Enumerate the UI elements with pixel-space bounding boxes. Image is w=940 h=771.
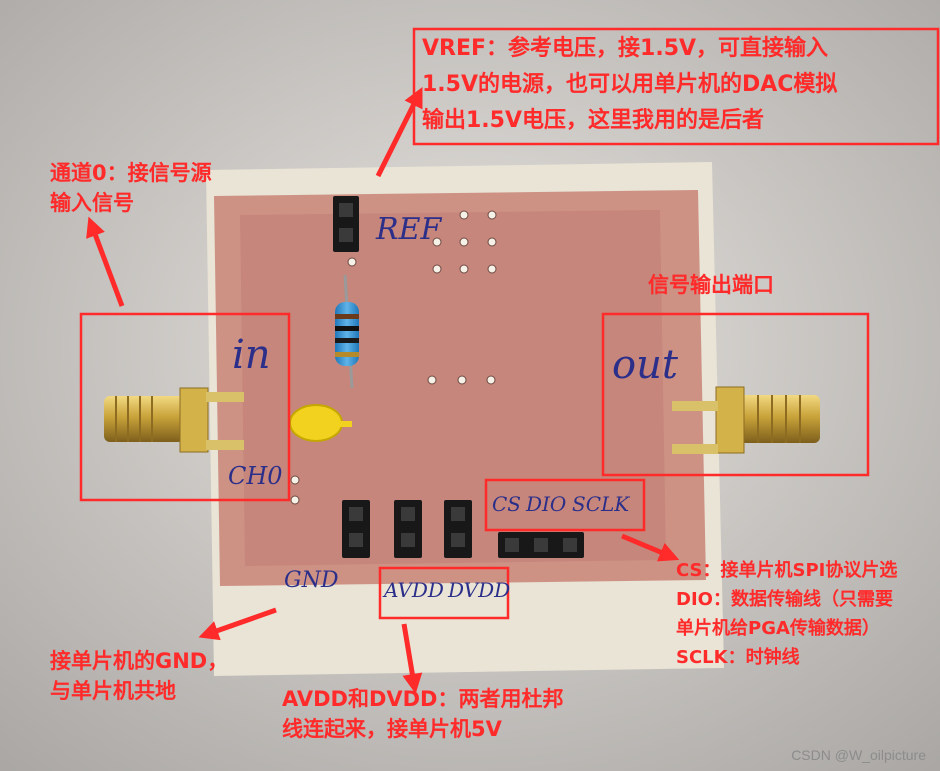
channel0-note-line1: 通道0：接信号源 (50, 161, 212, 185)
channel0-note: 通道0：接信号源 输入信号 (50, 158, 212, 218)
label-gnd: GND (284, 568, 339, 593)
label-cs: CS (492, 492, 522, 516)
via-holes (290, 210, 497, 505)
output-connector-box (601, 312, 870, 477)
arrow-to-spi-note (621, 533, 680, 562)
output-note-line1: 信号输出端口 (648, 273, 774, 297)
spi-note-line1: CS：接单片机SPI协议片选 (676, 560, 898, 581)
arrow-to-gnd-note (198, 607, 277, 641)
label-in: in (232, 332, 271, 378)
csdn-watermark: CSDN @W_oilpicture (791, 747, 926, 763)
gnd-note-line2: 与单片机共地 (50, 679, 176, 703)
label-out: out (612, 342, 678, 388)
pcb-board (206, 162, 724, 676)
spi-header (498, 532, 584, 558)
arrow-to-ref (375, 87, 423, 178)
power-note-line2: 线连起来，接单片机5V (282, 717, 502, 741)
power-note: AVDD和DVDD：两者用杜邦 线连起来，接单片机5V (282, 684, 564, 744)
spi-label-box (484, 478, 646, 532)
spi-note-line2: DIO：数据传输线（只需要 (676, 589, 893, 610)
vref-note-line2: 1.5V的电源，也可以用单片机的DAC模拟 (422, 72, 838, 97)
gnd-note-line1: 接单片机的GND， (50, 649, 229, 673)
label-ref: REF (376, 212, 442, 247)
output-note: 信号输出端口 (648, 270, 774, 300)
input-connector-box (79, 312, 291, 502)
vref-note-line1: VREF：参考电压，接1.5V，可直接输入 (422, 36, 829, 61)
power-note-line1: AVDD和DVDD：两者用杜邦 (282, 687, 564, 711)
spi-note: CS：接单片机SPI协议片选 DIO：数据传输线（只需要 单片机给PGA传输数据… (676, 556, 897, 672)
gnd-note: 接单片机的GND， 与单片机共地 (50, 646, 228, 706)
power-headers (342, 500, 472, 558)
label-sclk: SCLK (572, 492, 630, 516)
spi-note-line3: 单片机给PGA传输数据） (676, 618, 880, 639)
label-ch0: CH0 (228, 462, 283, 490)
vref-note: VREF：参考电压，接1.5V，可直接输入 1.5V的电源，也可以用单片机的DA… (422, 31, 837, 139)
label-dio: DIO (526, 492, 567, 516)
spi-note-line4: SCLK：时钟线 (676, 647, 800, 668)
label-avdd: AVDD (384, 578, 444, 602)
sma-connector-in (104, 387, 244, 453)
channel0-note-line2: 输入信号 (50, 191, 134, 215)
sma-connector-out (672, 386, 820, 454)
resistor (335, 274, 359, 389)
ref-header (333, 196, 359, 252)
vref-note-line3: 输出1.5V电压，这里我用的是后者 (422, 108, 764, 133)
label-dvdd: DVDD (448, 578, 511, 602)
annotation-boxes (79, 27, 940, 620)
arrow-to-channel0 (86, 216, 125, 307)
vref-note-box (412, 27, 940, 146)
annotation-arrows (86, 87, 680, 694)
power-label-box (378, 566, 510, 620)
arrow-to-power-note (401, 623, 423, 694)
